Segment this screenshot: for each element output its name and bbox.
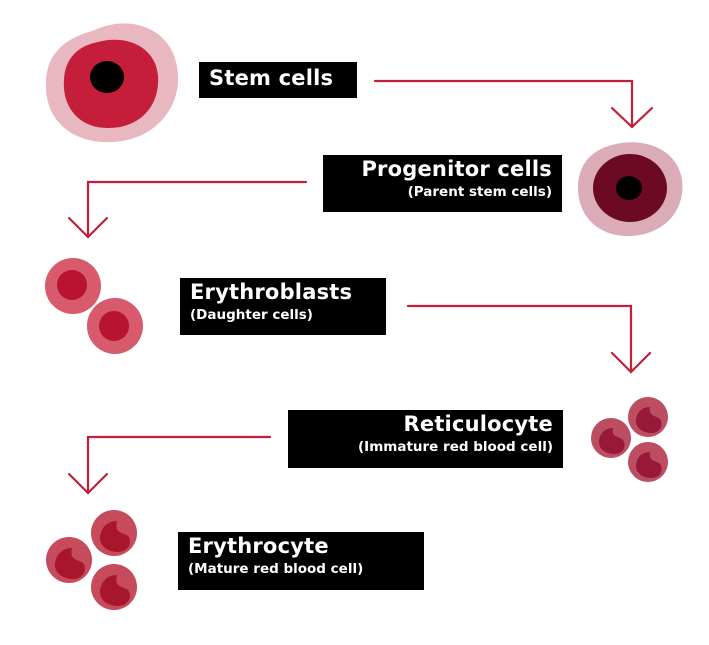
stem-cells-label: Stem cells	[199, 62, 357, 98]
arrow-down-icon	[610, 351, 652, 374]
arrow-reticulocyte-to-erythrocyte	[67, 435, 272, 495]
stage-title: Reticulocyte	[403, 412, 553, 436]
arrow-down-icon	[610, 106, 654, 129]
stage-title: Erythrocyte	[188, 534, 329, 558]
stage-subtitle: (Daughter cells)	[190, 307, 313, 323]
arrow-progenitor-to-erythroblast	[67, 180, 308, 239]
reticulocyte-cell	[628, 442, 668, 482]
progenitor-cells-label: Progenitor cells (Parent stem cells)	[323, 155, 562, 212]
erythroblasts-label: Erythroblasts (Daughter cells)	[180, 278, 386, 335]
reticulocyte-cell	[591, 418, 631, 458]
stem-cell-nucleus	[90, 61, 124, 93]
stage-title: Erythroblasts	[190, 280, 353, 304]
erythrocyte-cell	[91, 510, 137, 556]
erythrocyte-cell	[46, 537, 92, 583]
reticulocyte-cells-icon	[591, 397, 668, 482]
arrow-stem-to-progenitor	[373, 79, 654, 129]
erythrocyte-cells-icon	[46, 510, 137, 610]
erythroblast-cell	[87, 298, 143, 354]
arrow-down-icon	[67, 472, 109, 495]
reticulocyte-cell	[628, 397, 668, 437]
reticulocyte-label: Reticulocyte (Immature red blood cell)	[288, 410, 563, 468]
stage-title: Progenitor cells	[361, 157, 552, 181]
stem-cell-icon	[45, 23, 179, 143]
erythrocyte-cell	[91, 564, 137, 610]
erythroblast-cell	[45, 258, 101, 314]
stage-subtitle: (Parent stem cells)	[407, 184, 552, 200]
stage-subtitle: (Mature red blood cell)	[188, 561, 364, 577]
erythrocyte-label: Erythrocyte (Mature red blood cell)	[178, 532, 424, 590]
arrow-erythroblast-to-reticulocyte	[406, 304, 652, 374]
progenitor-cell-icon	[578, 142, 683, 236]
erythroblast-cells-icon	[45, 258, 143, 354]
progenitor-cell-nucleus	[616, 176, 642, 200]
stage-title: Stem cells	[209, 66, 334, 90]
arrow-down-icon	[67, 216, 109, 239]
stage-subtitle: (Immature red blood cell)	[358, 439, 553, 455]
